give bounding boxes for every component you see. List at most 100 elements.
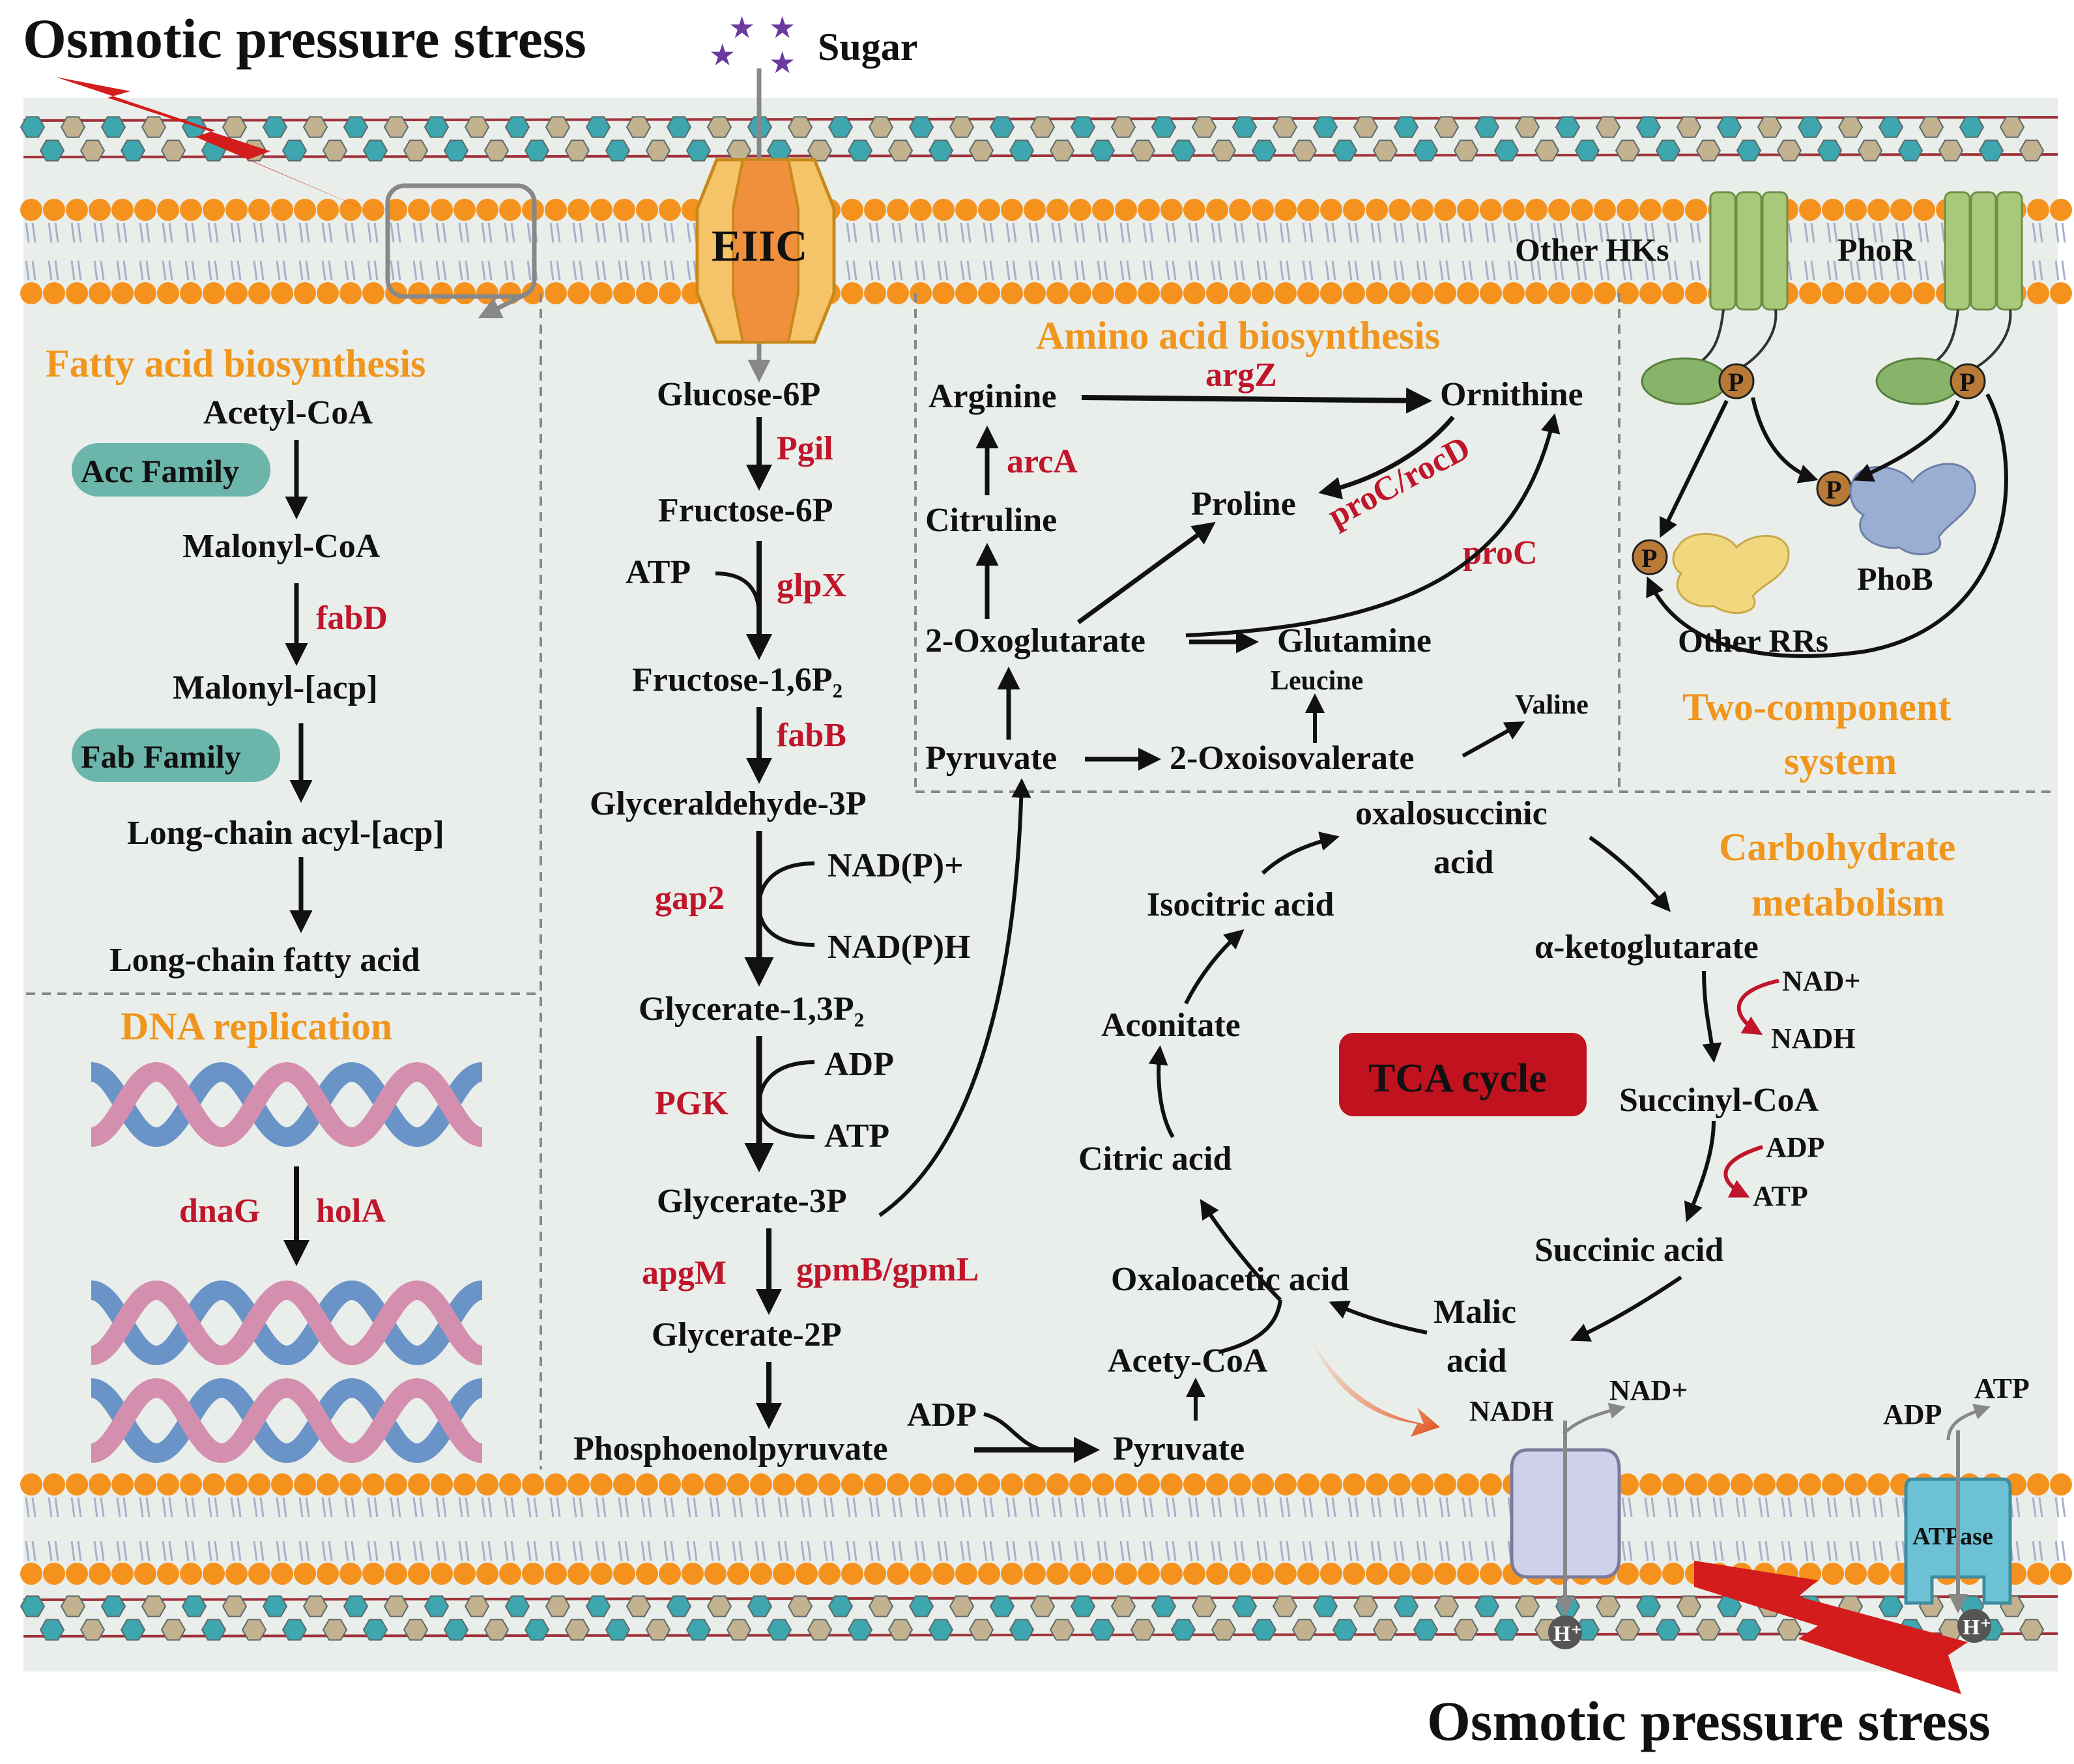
fatty-long-chain-acyl: Long-chain acyl-[acp] <box>127 815 444 852</box>
carbohydrate-heading-line2: metabolism <box>1751 881 1945 924</box>
oxoisovalerate: 2-Oxoisovalerate <box>1170 740 1414 777</box>
section-dividers <box>26 293 2052 1469</box>
glyceraldehyde-3p: Glyceraldehyde-3P <box>590 785 867 822</box>
oxalosuccinic-line2: acid <box>1433 844 1494 881</box>
svg-text:P: P <box>1959 368 1975 397</box>
fructose-6p: Fructose-6P <box>658 492 833 529</box>
tcs-heading-line1: Two-component <box>1682 686 1951 729</box>
arrow-oxoglut-ornithine <box>1185 413 1561 637</box>
nad-plus-bottom: NAD+ <box>1609 1374 1688 1406</box>
atp-glycolysis-2: ATP <box>824 1118 889 1155</box>
proline: Proline <box>1191 485 1296 523</box>
fatty-malonyl-acp: Malonyl-[acp] <box>173 669 378 706</box>
other-rrs-protein <box>1672 532 1790 615</box>
top-cell-wall <box>20 116 2058 162</box>
nadh-tca: NADH <box>1771 1022 1856 1054</box>
malic-acid-line1: Malic <box>1433 1294 1516 1331</box>
eiic-transporter <box>695 158 836 344</box>
nadh-bottom: NADH <box>1469 1395 1554 1427</box>
oxoglutarate: 2-Oxoglutarate <box>925 622 1145 659</box>
valine: Valine <box>1515 690 1589 720</box>
sugar-star-icon: ★★ ★★ <box>709 11 796 80</box>
fabd-gene: fabD <box>316 600 388 637</box>
adp-glycolysis: ADP <box>824 1046 894 1083</box>
malic-acid-line2: acid <box>1447 1342 1507 1380</box>
alpha-ketoglutarate: α-ketoglutarate <box>1534 929 1759 966</box>
other-hks-label: Other HKs <box>1515 231 1669 268</box>
dna-heading: DNA replication <box>121 1005 392 1048</box>
acc-family-badge <box>72 443 270 497</box>
arrow-gly3p-aminoacid <box>878 778 1031 1217</box>
svg-text:P: P <box>1641 543 1657 573</box>
stress-title-top: Osmotic pressure stress <box>23 7 586 70</box>
leucine: Leucine <box>1271 666 1363 696</box>
lightning-bolt-bottom-icon <box>1694 1561 1968 1694</box>
ornithine: Ornithine <box>1440 376 1583 413</box>
adp-pep: ADP <box>907 1396 977 1434</box>
stress-title-bottom: Osmotic pressure stress <box>1427 1690 1991 1752</box>
nadp-plus: NAD(P)+ <box>828 847 964 884</box>
phob-protein <box>1849 463 1976 556</box>
glycerate-13p2: Glycerate-1,3P₂ <box>639 990 864 1028</box>
aconitate: Aconitate <box>1101 1007 1241 1044</box>
arrow-oxoiso-valine <box>1462 721 1525 758</box>
svg-text:P: P <box>1728 368 1744 397</box>
fabb-gene: fabB <box>777 717 846 754</box>
apgm-gene: apgM <box>642 1254 727 1292</box>
svg-text:★: ★ <box>769 11 796 44</box>
atpase-label: ATPase <box>1912 1523 1993 1550</box>
hola-gene: holA <box>316 1193 386 1230</box>
phob-label: PhoB <box>1857 560 1933 597</box>
glycerate-3p: Glycerate-3P <box>657 1183 847 1220</box>
svg-text:P: P <box>1826 475 1841 504</box>
fatty-long-chain-fatty-acid: Long-chain fatty acid <box>109 942 420 979</box>
tca-cycle-arrows <box>1148 831 1722 1421</box>
arrow-phor-phob <box>1853 400 1960 482</box>
proton-1-label: H⁺ <box>1553 1622 1582 1646</box>
oxalosuccinic-line1: oxalosuccinic <box>1355 795 1548 832</box>
amino-heading: Amino acid biosynthesis <box>1036 314 1440 357</box>
svg-text:★: ★ <box>769 46 796 80</box>
phor-receptor <box>1875 191 2023 405</box>
proton-2-label: H⁺ <box>1963 1615 1991 1640</box>
adp-atpase: ADP <box>1883 1398 1942 1430</box>
gpmb-gpml-gene: gpmB/gpmL <box>796 1251 979 1288</box>
arrow-arginine-ornithine <box>1081 387 1432 414</box>
fatty-acetyl-coa: Acetyl-CoA <box>203 394 373 431</box>
glutamine: Glutamine <box>1277 622 1432 659</box>
gap2-gene: gap2 <box>655 880 725 917</box>
arrow-hk-rrs <box>1660 399 1729 538</box>
glpx-gene: glpX <box>777 567 846 604</box>
pgil-gene: Pgil <box>777 430 833 467</box>
lightning-bolt-top-icon <box>55 77 394 222</box>
membrane-damage-arrow <box>478 294 523 319</box>
arrow-nad-nadh-tca <box>1736 979 1779 1035</box>
arrow-hk-phob <box>1751 397 1819 484</box>
citruline: Citruline <box>925 502 1057 539</box>
fructose-16p2: Fructose-1,6P₂ <box>632 661 843 699</box>
acc-family-label: Acc Family <box>81 453 239 489</box>
svg-text:★: ★ <box>728 11 755 44</box>
glucose-6p: Glucose-6P <box>657 376 820 413</box>
argz-gene: argZ <box>1205 356 1277 394</box>
diagram-panel <box>23 98 2058 1671</box>
sugar-label: Sugar <box>818 25 917 68</box>
isocitric-acid: Isocitric acid <box>1147 886 1334 923</box>
proc-gene: proC <box>1463 534 1538 571</box>
carbohydrate-heading-line1: Carbohydrate <box>1719 826 1955 869</box>
citric-acid: Citric acid <box>1078 1140 1231 1178</box>
arrow-adp-atp-tca <box>1723 1145 1763 1198</box>
fatty-malonyl-coa: Malonyl-CoA <box>182 528 381 565</box>
atp-atpase: ATP <box>1974 1372 2030 1404</box>
pyruvate-amino: Pyruvate <box>925 740 1057 777</box>
membrane-damage-marker <box>385 183 537 299</box>
fab-family-label: Fab Family <box>81 738 241 775</box>
phosphoenolpyruvate: Phosphoenolpyruvate <box>573 1430 888 1468</box>
arginine: Arginine <box>929 378 1056 415</box>
oxaloacetic-acid: Oxaloacetic acid <box>1111 1261 1349 1298</box>
arrow-oxoglut-proline <box>1076 521 1216 624</box>
phosphate-labels: P P P P <box>1641 368 1975 573</box>
tca-cycle-badge <box>1339 1033 1587 1116</box>
arrow-adp-atp-bottom <box>1946 1404 1991 1441</box>
tcs-heading-line2: system <box>1784 740 1897 783</box>
